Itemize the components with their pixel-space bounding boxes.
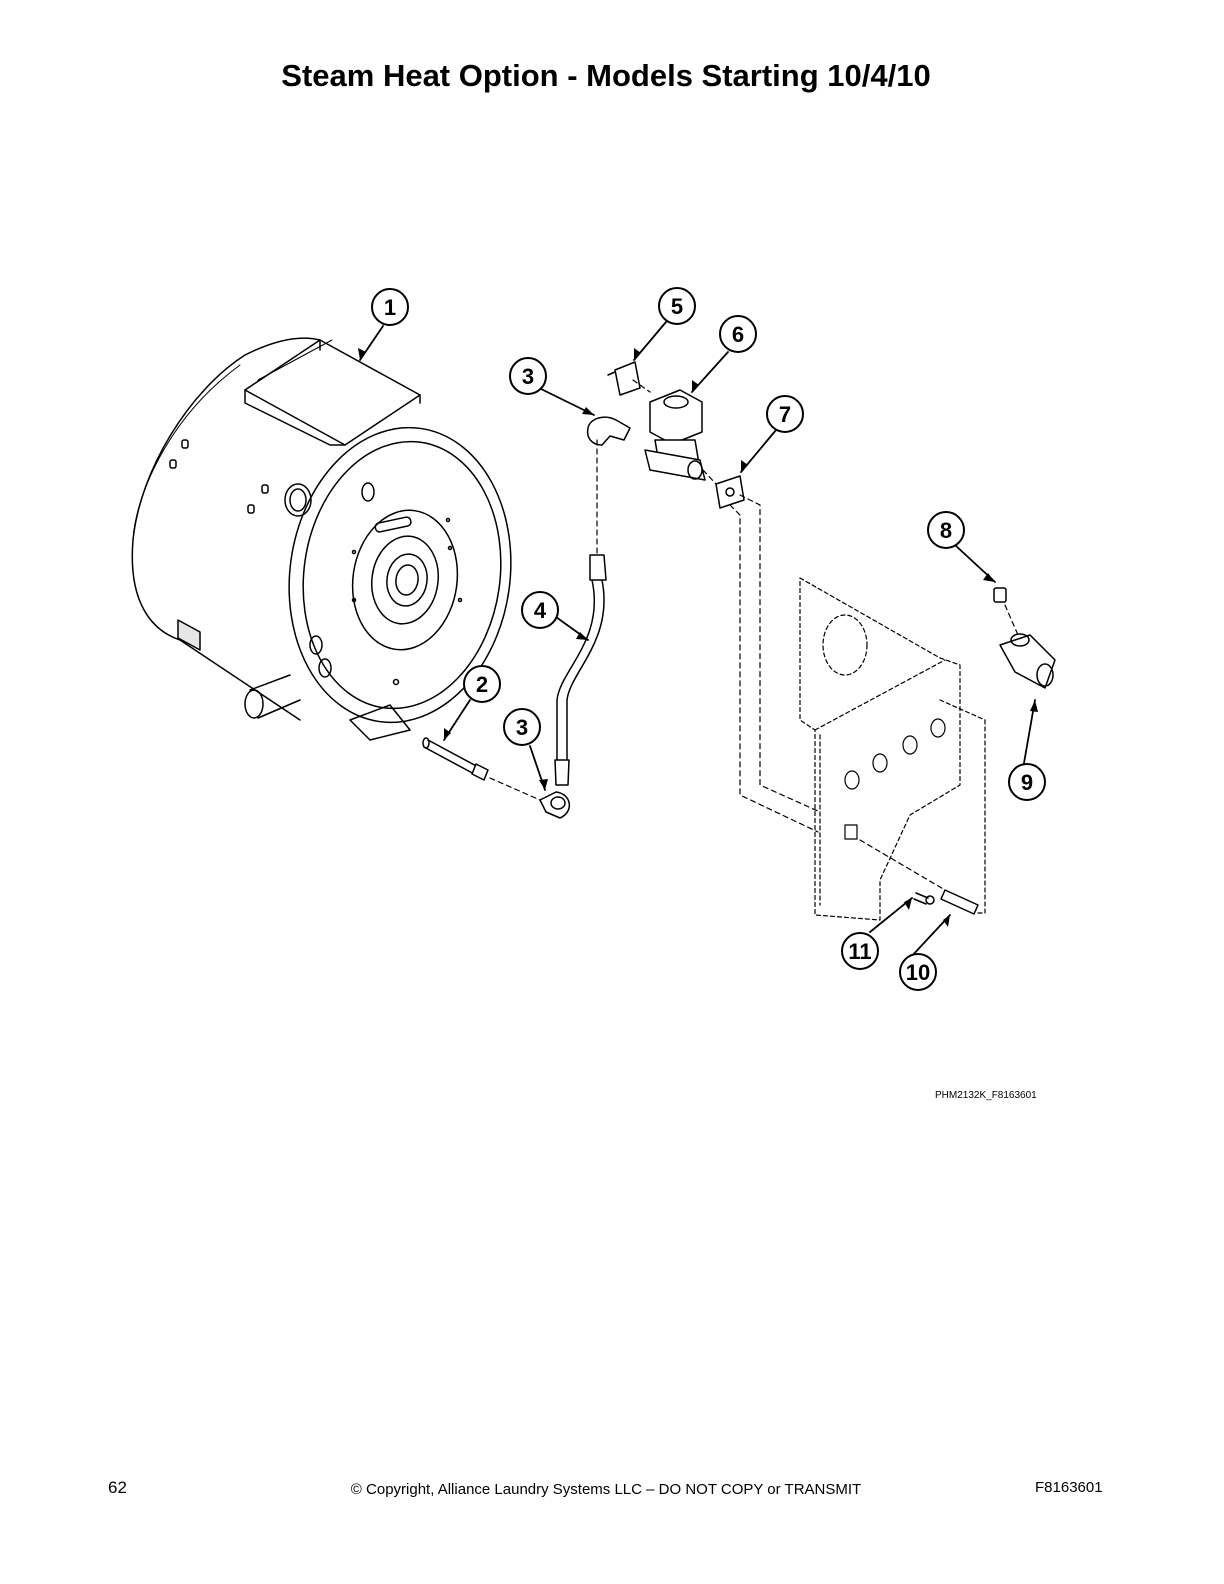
part-9-strainer xyxy=(999,633,1056,689)
mounting-panel xyxy=(799,577,986,921)
callout-labels: 1 2 3 3 4 5 6 7 8 9 10 11 xyxy=(384,294,1033,985)
page-title: Steam Heat Option - Models Starting 10/4… xyxy=(281,58,931,93)
callout-5: 5 xyxy=(671,294,683,319)
callout-2: 2 xyxy=(476,672,488,697)
drum-housing xyxy=(131,337,512,741)
copyright-notice: © Copyright, Alliance Laundry Systems LL… xyxy=(350,1481,862,1498)
part-2-nipple xyxy=(422,737,489,781)
leader-arrowheads xyxy=(358,348,1038,927)
part-3-elbow-lower xyxy=(539,791,570,819)
callout-3-upper: 3 xyxy=(522,364,534,389)
callout-4: 4 xyxy=(534,598,547,623)
callout-8: 8 xyxy=(940,518,952,543)
panel-holes xyxy=(844,718,946,840)
callout-6: 6 xyxy=(732,322,744,347)
part-8-plug xyxy=(993,587,1007,603)
part-7-fitting xyxy=(715,475,745,509)
part-4-tube xyxy=(554,554,607,786)
part-3-elbow-upper xyxy=(586,416,631,446)
callout-10: 10 xyxy=(906,960,930,985)
part-10-nipple xyxy=(940,889,979,915)
part-11-screw xyxy=(913,892,935,905)
assembly-paths xyxy=(489,379,1019,891)
page-number: 62 xyxy=(108,1478,127,1497)
document-number: F8163601 xyxy=(1035,1479,1103,1496)
callout-7: 7 xyxy=(779,402,791,427)
callout-9: 9 xyxy=(1021,770,1033,795)
callout-11: 11 xyxy=(848,939,871,964)
callout-3-lower: 3 xyxy=(516,715,528,740)
callout-1: 1 xyxy=(384,295,396,320)
part-6-solenoid-valve xyxy=(644,389,706,481)
figure-id: PHM2132K_F8163601 xyxy=(935,1090,1037,1101)
callout-circles xyxy=(371,287,1046,991)
part-5-coil-connector xyxy=(607,361,641,396)
